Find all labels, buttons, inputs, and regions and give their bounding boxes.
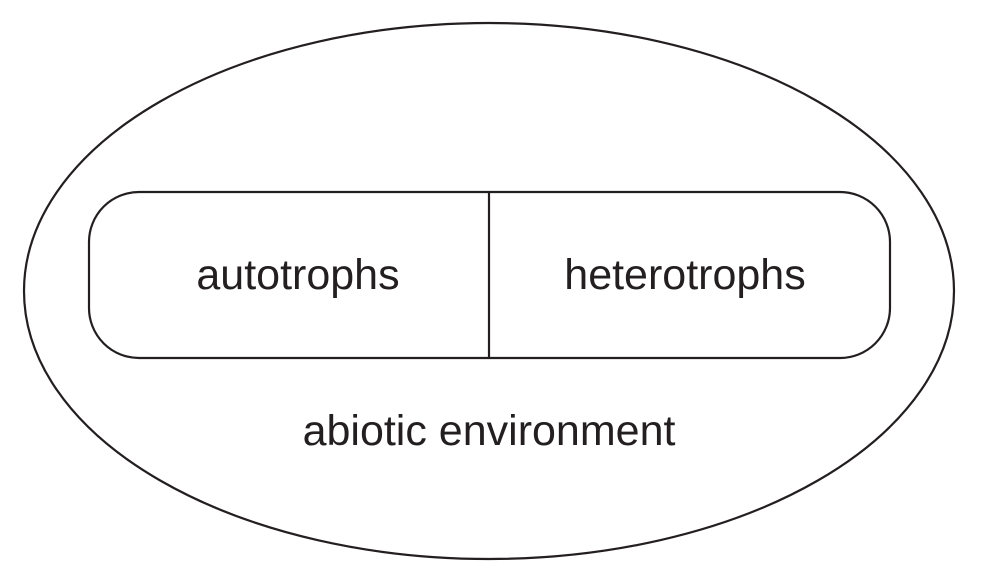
abiotic-environment-ellipse	[22, 21, 956, 561]
abiotic-environment-label: abiotic environment	[303, 407, 676, 455]
autotrophs-label: autotrophs	[196, 251, 399, 299]
heterotrophs-label: heterotrophs	[564, 251, 805, 299]
